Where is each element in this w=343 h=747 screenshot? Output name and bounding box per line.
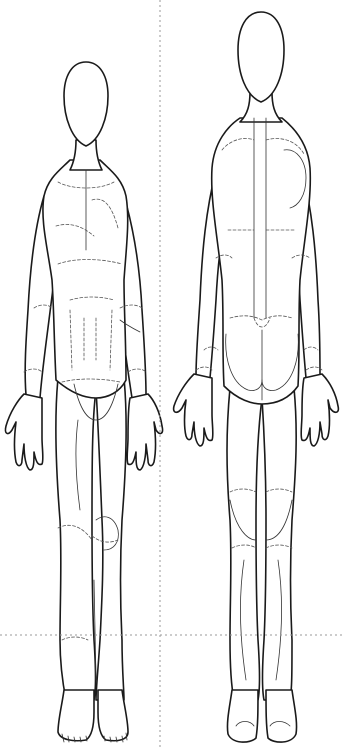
front-torso [43,160,128,398]
front-left-hand [5,394,42,470]
front-head [64,62,108,146]
front-left-leg [56,378,96,700]
front-body-figure [5,62,162,742]
back-body-figure [174,12,339,742]
back-torso [212,118,311,404]
back-left-leg [227,388,262,700]
back-left-hand [174,374,213,446]
front-right-hand [127,394,162,470]
back-left-foot [227,690,258,742]
front-left-foot [58,690,94,741]
back-right-foot [266,690,297,742]
back-right-hand [301,374,338,446]
back-head [238,12,284,102]
front-right-foot [98,690,128,741]
front-right-leg [96,378,126,700]
